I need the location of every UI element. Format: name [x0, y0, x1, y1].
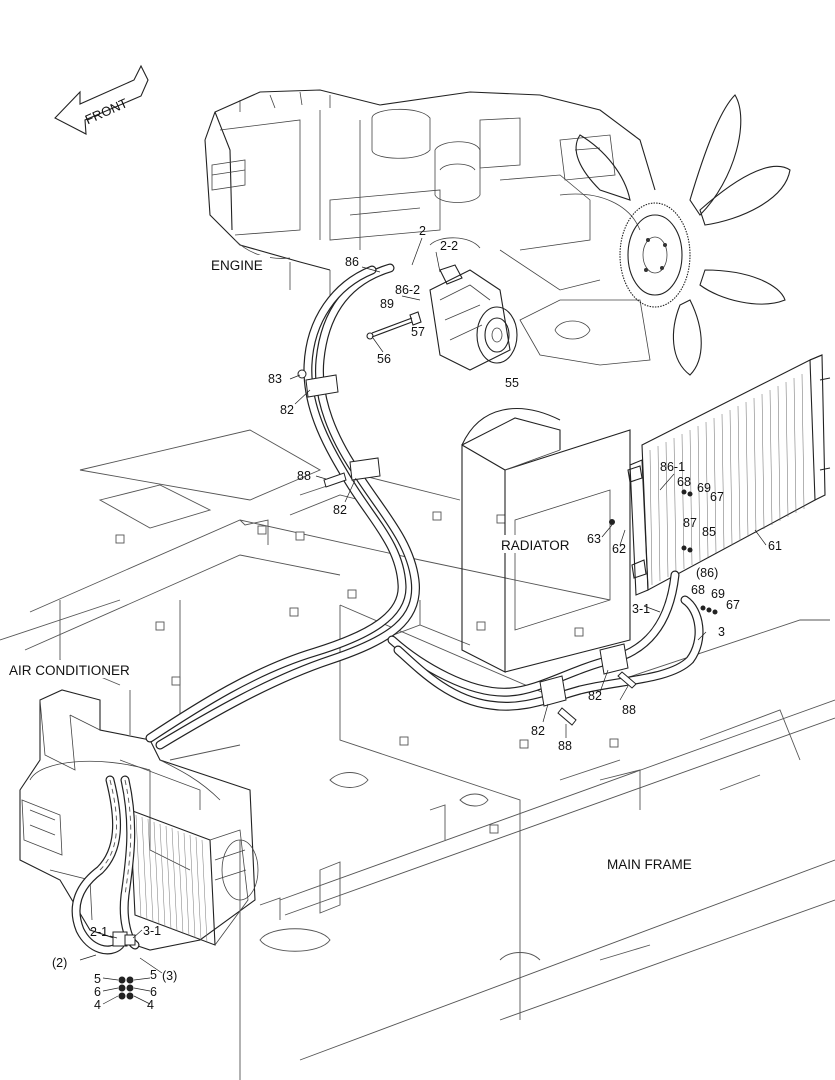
- callout-88-mid: 88: [297, 469, 311, 483]
- ac-fittings: [112, 931, 136, 1000]
- compressor-drawing: [429, 264, 518, 371]
- main-frame-drawing: [0, 429, 835, 1080]
- callout-3-1-right: 3-1: [632, 602, 650, 616]
- callout-2: 2: [419, 224, 426, 238]
- callout-82-right: 82: [588, 689, 602, 703]
- callout-5-left: 5: [94, 972, 101, 986]
- callout-57: 57: [411, 325, 425, 339]
- callout-69-low: 69: [711, 587, 725, 601]
- callout-83: 83: [268, 372, 282, 386]
- engine-drawing: [204, 89, 656, 366]
- callout-86: 86: [345, 255, 359, 269]
- callout-6-right: 6: [150, 985, 157, 999]
- cooling-fan-drawing: [575, 94, 791, 376]
- callout-88-right: 88: [622, 703, 636, 717]
- clamp-bolts: [297, 369, 637, 726]
- callout-68-low: 68: [691, 583, 705, 597]
- callout-86-paren: (86): [696, 566, 718, 580]
- callout-85: 85: [702, 525, 716, 539]
- radiator-drawing: [461, 408, 631, 673]
- condenser-drawing: [627, 354, 831, 596]
- condenser-fittings: [609, 489, 718, 615]
- callout-82-upper: 82: [280, 403, 294, 417]
- air-conditioner-label: AIR CONDITIONER: [9, 663, 130, 678]
- leader-lines: [79, 237, 767, 1005]
- radiator-label: RADIATOR: [501, 538, 570, 553]
- hose-clamps: [305, 374, 629, 707]
- callout-67-low: 67: [726, 598, 740, 612]
- callout-2-2: 2-2: [440, 239, 458, 253]
- callout-5-right: 5: [150, 968, 157, 982]
- callout-6-left: 6: [94, 985, 101, 999]
- callout-87: 87: [683, 516, 697, 530]
- bolt-56-drawing: [366, 311, 422, 340]
- callout-55: 55: [505, 376, 519, 390]
- refrigerant-hoses: [71, 263, 704, 955]
- callout-4-right: 4: [147, 998, 154, 1012]
- part-callouts: 2 2-2 86 86-2 89 57 56 55 83 82 88 82 86…: [52, 224, 782, 1012]
- callout-4-left: 4: [94, 998, 101, 1012]
- callout-56: 56: [377, 352, 391, 366]
- callout-3-paren: (3): [162, 969, 177, 983]
- callout-88-low: 88: [558, 739, 572, 753]
- frame-bolts: [115, 511, 619, 834]
- callout-86-2: 86-2: [395, 283, 420, 297]
- callout-2-paren: (2): [52, 956, 67, 970]
- callout-69-top: 69: [697, 481, 711, 495]
- callout-62: 62: [612, 542, 626, 556]
- callout-82-low: 82: [531, 724, 545, 738]
- callout-67-top: 67: [710, 490, 724, 504]
- callout-3-1-left: 3-1: [143, 924, 161, 938]
- engine-label: ENGINE: [211, 258, 263, 273]
- main-frame-label: MAIN FRAME: [607, 857, 692, 872]
- callout-63: 63: [587, 532, 601, 546]
- callout-89: 89: [380, 297, 394, 311]
- front-arrow: FRONT: [54, 64, 149, 135]
- callout-61: 61: [768, 539, 782, 553]
- callout-3-right: 3: [718, 625, 725, 639]
- callout-68-top: 68: [677, 475, 691, 489]
- callout-2-1: 2-1: [90, 925, 108, 939]
- air-conditioner-drawing: [19, 689, 259, 951]
- area-labels: ENGINE RADIATOR AIR CONDITIONER MAIN FRA…: [6, 255, 696, 872]
- callout-82-mid: 82: [333, 503, 347, 517]
- callout-86-1: 86-1: [660, 460, 685, 474]
